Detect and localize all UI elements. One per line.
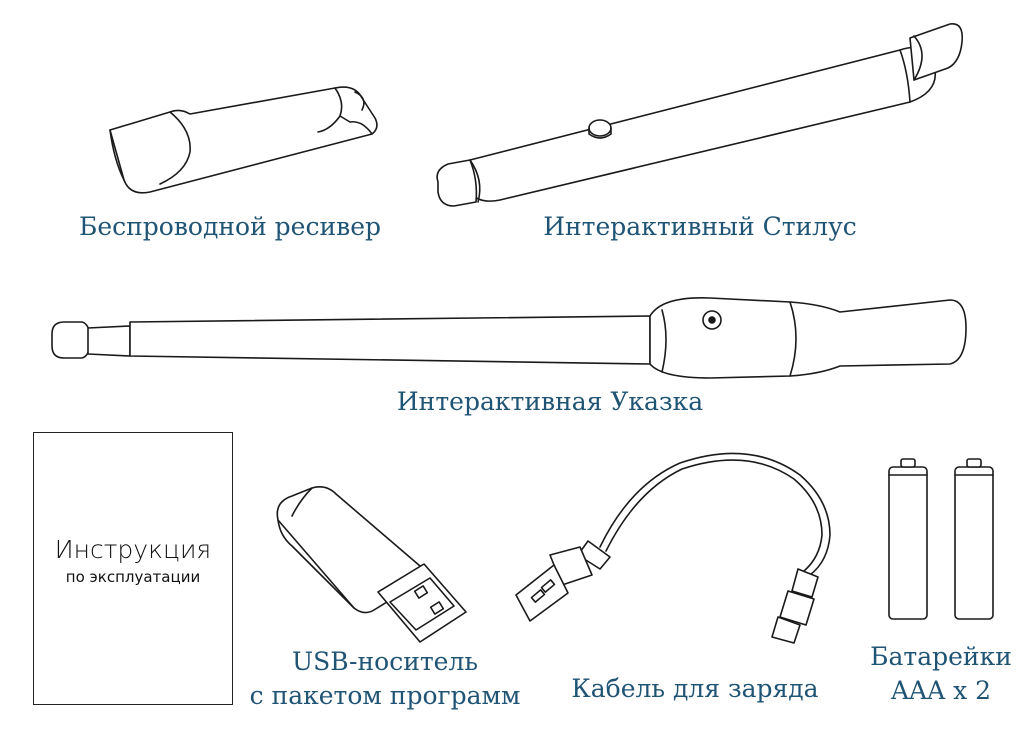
usb-drive-label: USB-носитель с пакетом программ bbox=[240, 645, 530, 713]
charging-cable-icon bbox=[515, 452, 831, 644]
manual-subtitle: по эксплуатации bbox=[65, 568, 201, 586]
batteries-label-line2: AAA x 2 bbox=[890, 676, 992, 705]
batteries-label: Батарейки AAA x 2 bbox=[858, 640, 1024, 708]
user-manual: Инструкция по эксплуатации bbox=[33, 432, 233, 705]
cable-label: Кабель для заряда bbox=[571, 674, 819, 703]
usb-drive-label-line1: USB-носитель bbox=[292, 647, 478, 676]
telescopic-pointer-icon bbox=[51, 297, 967, 379]
receiver-label: Беспроводной ресивер bbox=[78, 212, 382, 241]
usb-receiver-icon bbox=[109, 86, 378, 194]
stylus-label: Интерактивный Стилус bbox=[543, 212, 857, 241]
stylus-pen-icon bbox=[436, 23, 964, 207]
pointer-label: Интерактивная Указка bbox=[396, 387, 704, 416]
usb-drive-label-line2: с пакетом программ bbox=[249, 681, 521, 710]
usb-flash-drive-icon bbox=[276, 486, 467, 643]
batteries-label-line1: Батарейки bbox=[870, 642, 1012, 671]
manual-title: Инструкция bbox=[54, 535, 212, 564]
battery-icon bbox=[888, 458, 994, 620]
